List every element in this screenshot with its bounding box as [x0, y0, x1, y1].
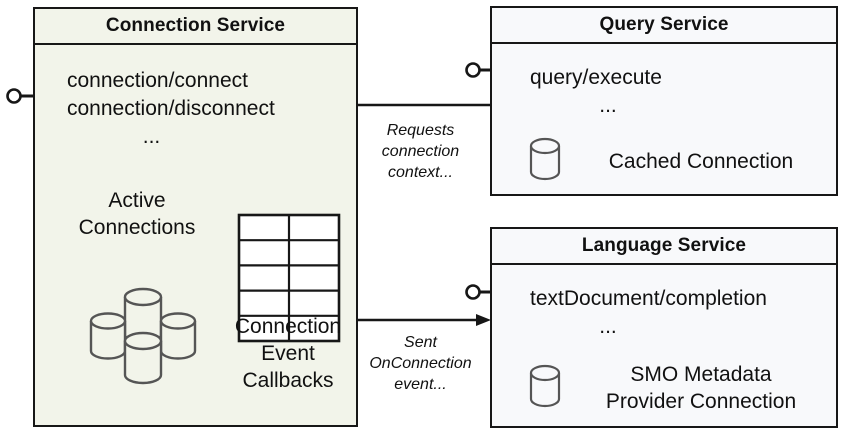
active-connections-label: Active Connections	[47, 187, 227, 241]
operation-query-execute: query/execute	[530, 66, 662, 89]
connection-service-operations-ellipsis: ...	[142, 125, 161, 148]
database-cylinder-icon	[528, 136, 562, 187]
language-service-body: textDocument/completion ... SMO Metadata…	[492, 265, 836, 426]
query-service-operations-ellipsis: ...	[599, 94, 617, 117]
edge-label-sent-onconnection-event: Sent OnConnection event...	[358, 332, 483, 395]
operation-connection-connect: connection/connect	[67, 69, 248, 92]
component-connection-service[interactable]: Connection Service connection/connect co…	[33, 7, 358, 427]
component-language-service[interactable]: Language Service textDocument/completion…	[490, 227, 838, 428]
edge-label-requests-connection-context: Requests connection context...	[358, 120, 483, 183]
connection-service-body: connection/connect connection/disconnect…	[35, 45, 356, 425]
query-service-title: Query Service	[492, 8, 836, 44]
table-grid-icon	[237, 213, 341, 348]
database-cylinder-icon	[528, 363, 562, 414]
sent-label-line-2: OnConnection	[369, 355, 472, 372]
sent-label-line-3: event...	[394, 376, 447, 393]
component-query-service[interactable]: Query Service query/execute ... Cached C…	[490, 6, 838, 196]
query-service-operations: query/execute ...	[492, 64, 836, 120]
requests-label-line-3: context...	[388, 164, 453, 181]
smo-metadata-provider-connection-label: SMO Metadata Provider Connection	[574, 361, 828, 415]
callbacks-line-2: Event	[261, 342, 315, 365]
query-service-body: query/execute ... Cached Connection	[492, 44, 836, 194]
language-service-operations: textDocument/completion ...	[492, 285, 836, 341]
requests-label-line-2: connection	[381, 143, 460, 160]
cached-connection-resource: Cached Connection	[528, 136, 828, 187]
language-service-operations-ellipsis: ...	[599, 315, 617, 338]
arrow-sent-onconnection-event	[343, 314, 491, 326]
sent-label-line-1: Sent	[404, 334, 437, 351]
connection-service-operations: connection/connect connection/disconnect…	[35, 67, 356, 151]
connection-service-title: Connection Service	[35, 9, 356, 45]
arrow-requests-connection-context	[341, 99, 490, 111]
cached-connection-label: Cached Connection	[608, 150, 794, 173]
callbacks-line-3: Callbacks	[242, 369, 334, 392]
active-connections-line-1: Active	[108, 189, 166, 212]
database-stack-icon	[83, 283, 203, 396]
operation-connection-disconnect: connection/disconnect	[67, 97, 275, 120]
language-service-title: Language Service	[492, 229, 836, 265]
smo-label-line-1: SMO Metadata	[630, 363, 772, 386]
active-connections-line-2: Connections	[78, 216, 196, 239]
smo-metadata-provider-connection-resource: SMO Metadata Provider Connection	[528, 361, 828, 415]
connection-event-callbacks-label: Connection Event Callbacks	[213, 313, 363, 394]
operation-textdocument-completion: textDocument/completion	[530, 287, 767, 310]
smo-label-line-2: Provider Connection	[605, 390, 797, 413]
callbacks-line-1: Connection	[234, 315, 342, 338]
requests-label-line-1: Requests	[386, 122, 455, 139]
